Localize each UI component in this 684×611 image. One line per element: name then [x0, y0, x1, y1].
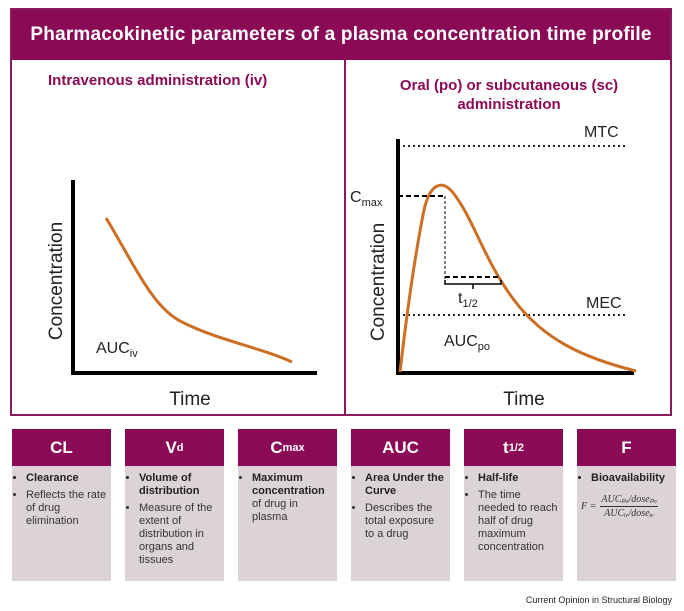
- card-cmax-head-main: C: [270, 437, 283, 457]
- bioavailability-formula: F = AUCₚₒ/doseₚₒ AUCᵢᵥ/doseᵢᵥ: [581, 493, 672, 520]
- card-f-head: F: [577, 429, 676, 466]
- cmax-sub: max: [362, 197, 383, 209]
- footer-credit: Current Opinion in Structural Biology: [525, 595, 672, 605]
- formula-denominator: AUCᵢᵥ/doseᵢᵥ: [604, 508, 654, 519]
- card-thalf-lead: Half-life: [478, 472, 559, 485]
- diagram-frame: Pharmacokinetic parameters of a plasma c…: [10, 8, 672, 416]
- card-f: F Bioavailability F = AUCₚₒ/doseₚₒ AUCᵢᵥ…: [577, 429, 676, 581]
- right-panel-heading-line2: administration: [457, 96, 561, 113]
- card-f-body: Bioavailability F = AUCₚₒ/doseₚₒ AUCᵢᵥ/d…: [577, 466, 676, 581]
- card-thalf-body: Half-life The time needed to reach half …: [464, 466, 563, 581]
- thalf-label: t1/2: [458, 290, 478, 310]
- panel-divider: [344, 60, 346, 416]
- card-auc-body: Area Under the Curve Describes the total…: [351, 466, 450, 581]
- card-thalf: t1/2 Half-life The time needed to reach …: [464, 429, 563, 581]
- cmax-main: C: [350, 189, 362, 206]
- iv-xlabel: Time: [169, 389, 211, 410]
- mec-label: MEC: [586, 295, 622, 312]
- card-vd-body: Volume of distribution Measure of the ex…: [125, 466, 224, 581]
- card-thalf-head-sub: 1/2: [508, 441, 524, 454]
- iv-curve: [104, 217, 293, 364]
- card-cl-body: Clearance Reflects the rate of drug elim…: [12, 466, 111, 581]
- thalf-main: t: [458, 290, 463, 307]
- formula-fraction: AUCₚₒ/doseₚₒ AUCᵢᵥ/doseᵢᵥ: [600, 493, 658, 520]
- card-cmax-desc: of drug in plasma: [252, 498, 298, 523]
- right-panel-heading: Oral (po) or subcutaneous (sc) administr…: [344, 76, 674, 114]
- po-xlabel: Time: [503, 389, 545, 410]
- card-f-lead: Bioavailability: [591, 472, 672, 485]
- card-vd-head-sub: d: [176, 441, 184, 454]
- auc-iv-label: AUCiv: [96, 340, 138, 360]
- iv-ylabel: Concentration: [46, 222, 67, 340]
- cmax-label: Cmax: [350, 189, 383, 209]
- thalf-bracket: [444, 280, 502, 285]
- mtc-label: MTC: [584, 124, 619, 141]
- card-cl-lead: Clearance: [26, 472, 107, 485]
- card-cmax-head-sub: max: [282, 441, 305, 454]
- card-auc-lead: Area Under the Curve: [365, 472, 446, 498]
- card-thalf-desc: The time needed to reach half of drug ma…: [478, 489, 559, 554]
- page-title: Pharmacokinetic parameters of a plasma c…: [12, 10, 670, 60]
- auc-po-main: AUC: [444, 333, 478, 350]
- left-panel-heading: Intravenous administration (iv): [48, 72, 268, 89]
- formula-lhs: F =: [581, 501, 597, 512]
- card-cl-desc: Reflects the rate of drug elimination: [26, 489, 107, 528]
- auc-po-sub: po: [478, 341, 490, 353]
- card-cl-head: CL: [12, 429, 111, 466]
- card-vd-lead: Volume of distribution: [139, 472, 220, 498]
- card-vd: Vd Volume of distribution Measure of the…: [125, 429, 224, 581]
- card-auc: AUC Area Under the Curve Describes the t…: [351, 429, 450, 581]
- thalf-sub: 1/2: [462, 298, 477, 310]
- auc-iv-sub: iv: [130, 348, 138, 360]
- auc-po-label: AUCpo: [444, 333, 490, 353]
- formula-numerator: AUCₚₒ/doseₚₒ: [600, 494, 658, 507]
- card-thalf-head-main: t: [503, 437, 509, 457]
- card-auc-desc: Describes the total exposure to a drug: [365, 502, 446, 541]
- card-auc-head: AUC: [351, 429, 450, 466]
- card-cmax-body: Maximum concentration of drug in plasma: [238, 466, 337, 581]
- card-cmax-lead: Maximum concentration: [252, 472, 325, 497]
- po-graph: MTC MEC Cmax t1/2 Concentration Time AUC…: [350, 124, 637, 410]
- right-panel-heading-line1: Oral (po) or subcutaneous (sc): [399, 77, 619, 94]
- card-cmax: Cmax Maximum concentration of drug in pl…: [238, 429, 337, 581]
- po-ylabel: Concentration: [368, 223, 389, 341]
- auc-iv-main: AUC: [96, 340, 130, 357]
- card-cmax-item: Maximum concentration of drug in plasma: [252, 472, 333, 524]
- card-vd-desc: Measure of the extent of distribution in…: [139, 502, 220, 567]
- card-cl: CL Clearance Reflects the rate of drug e…: [12, 429, 111, 581]
- card-vd-head-main: V: [165, 437, 177, 457]
- iv-graph: Concentration Time AUCiv: [46, 180, 317, 410]
- po-curve: [398, 183, 637, 373]
